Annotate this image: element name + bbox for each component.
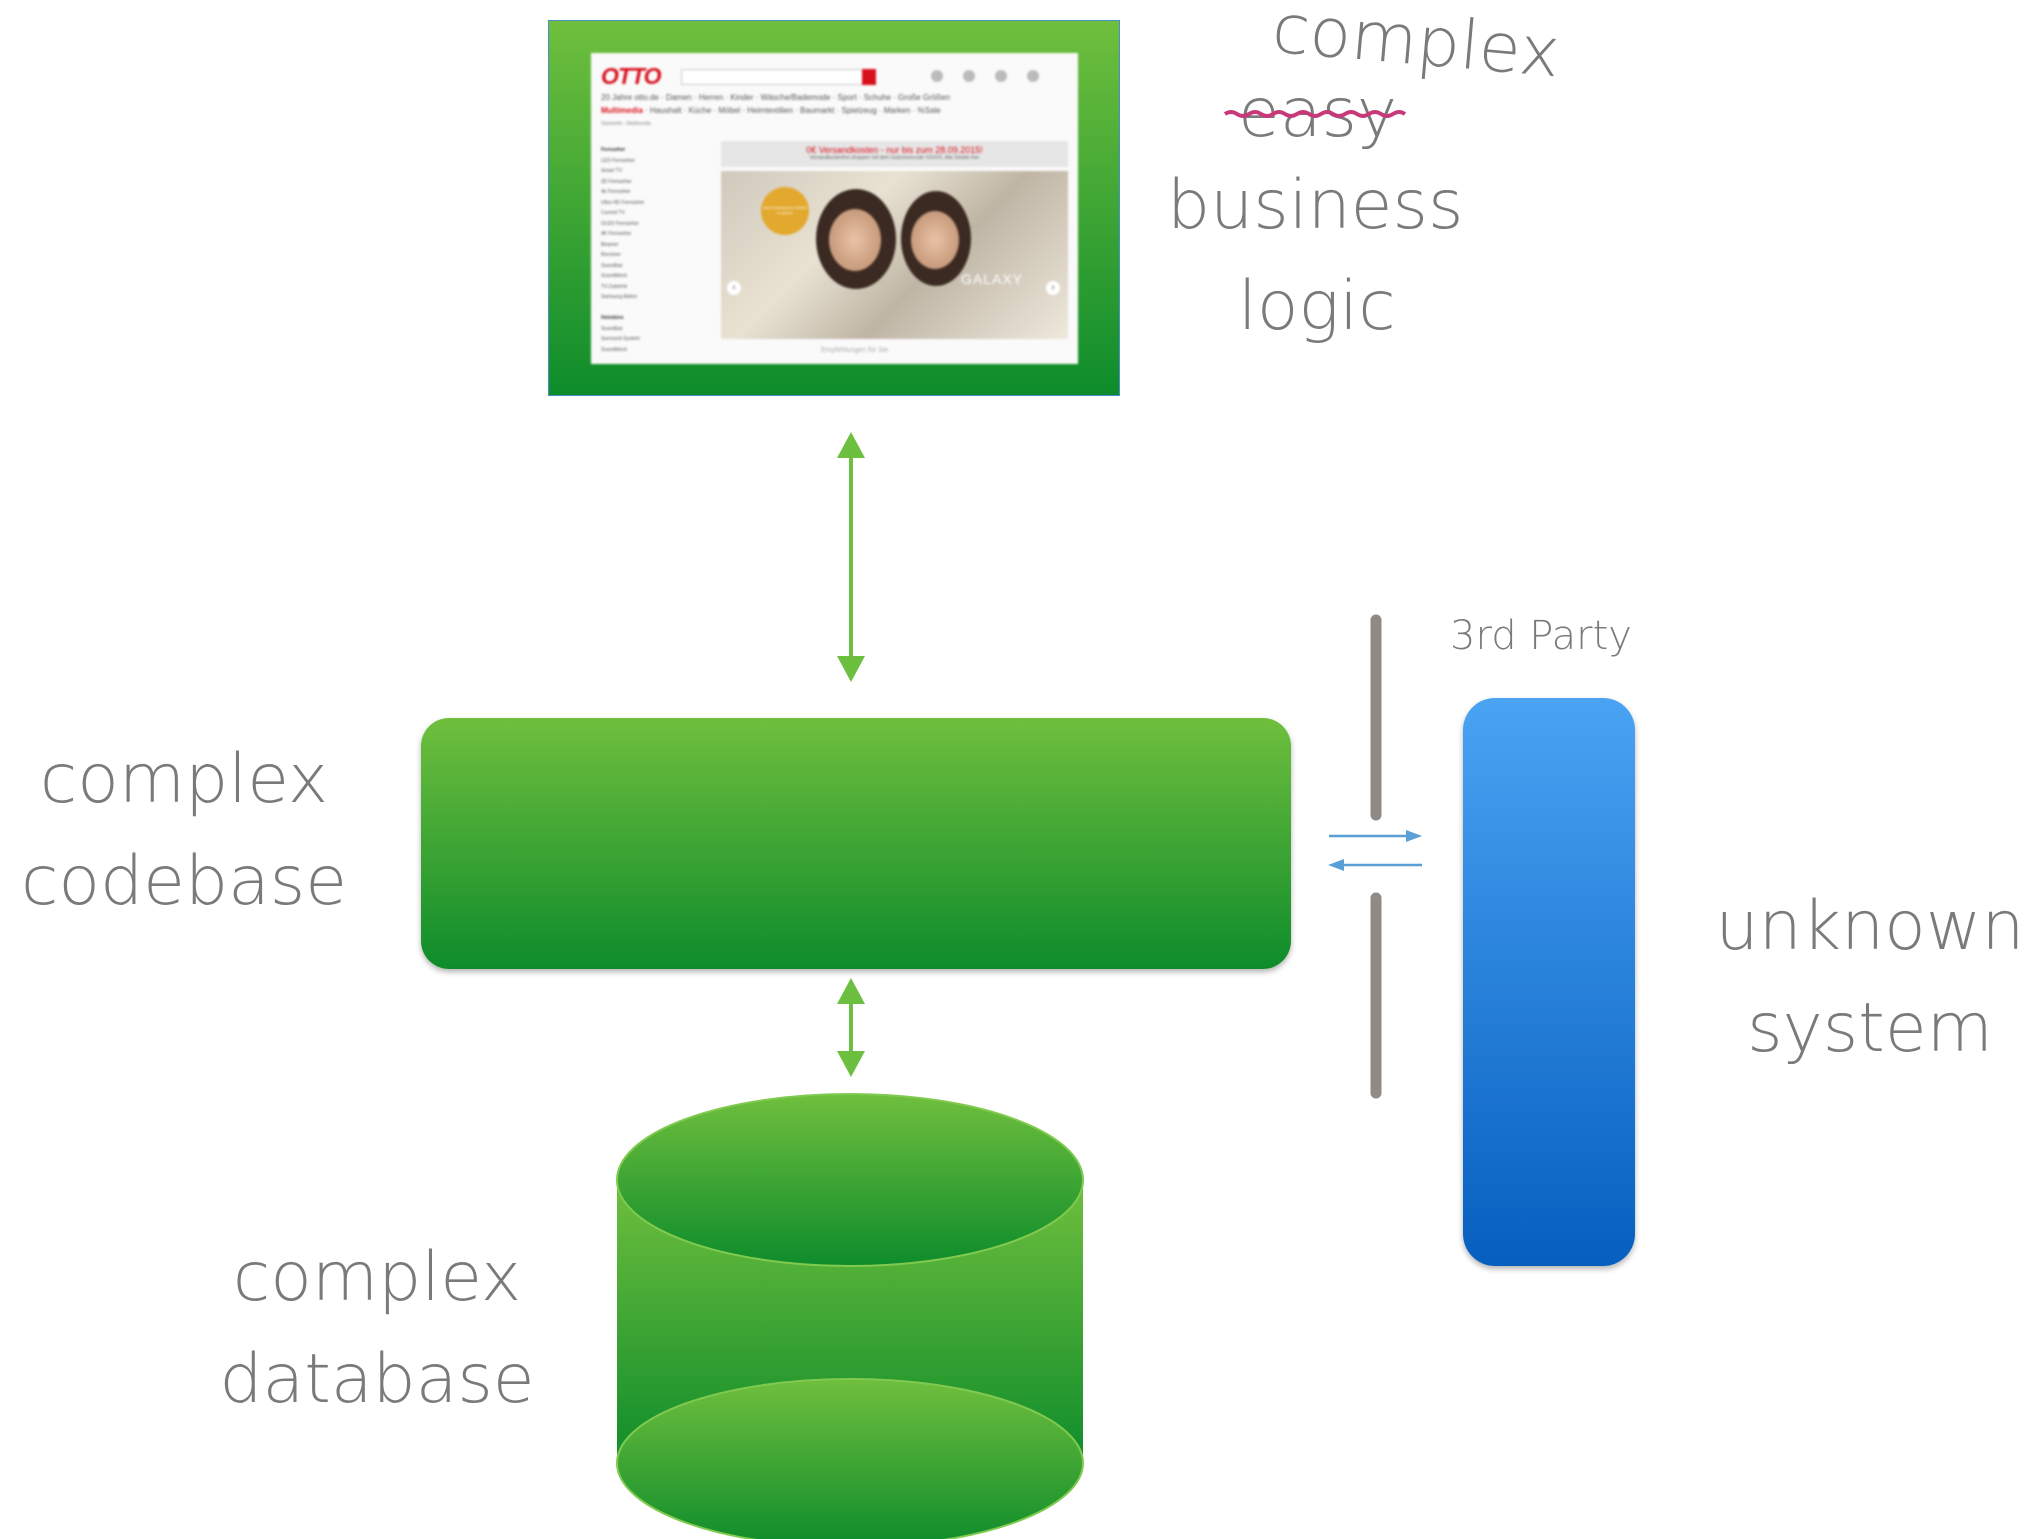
banner-subtitle: Versandkostenfrei shoppen mit dem Gutsch… [809,155,980,161]
nav-highlight: Multimedia [601,106,643,115]
frontend-label-logic: logic [1238,267,1396,346]
person-face [911,211,959,269]
strikethrough-scribble [1223,110,1407,118]
person-face [829,209,881,271]
sidebar-heading: Fernseher [601,147,626,153]
sidebar-item: TV-Zubehör [601,283,628,290]
codebase-label-line1: complex [39,740,329,819]
account-icon [963,70,975,82]
database-top-ellipse [616,1093,1084,1267]
sidebar-item: Receiver [601,252,621,258]
sidebar-item: 4K Fernseher [601,231,632,237]
sidebar-heading: Heimkino [601,315,624,321]
recommendations-heading: Empfehlungen für Sie [821,347,889,354]
promo-badge: Jetzt Smartphone kaufen & sparen [761,187,809,235]
search-icon [862,69,876,85]
sidebar-item: Soundblock [601,346,628,353]
arrow-to-third-party [1329,830,1422,842]
otto-webpage-screenshot: OTTO 20 Jahre otto.de · Damen · Herren ·… [591,53,1078,364]
frontend-label-business: business [1167,166,1464,245]
sidebar-item: Beamer [601,241,619,248]
service-icon [931,70,943,82]
third-party-system-block [1463,698,1635,1266]
otto-logo: OTTO [601,63,661,89]
arrow-from-third-party [1328,859,1422,871]
database-label-line1: complex [232,1238,522,1317]
header-icons [931,69,1071,87]
third-party-label-line2: system [1747,989,1993,1068]
wishlist-icon [995,70,1007,82]
sidebar-item: LED Fernseher [601,157,635,164]
cart-icon [1027,70,1039,82]
secondary-nav: Multimedia · Haushalt · Küche · Möbel · … [601,106,941,115]
database-label-line2: database [219,1340,535,1419]
carousel-right-icon: › [1046,281,1060,295]
hero-image: Jetzt Smartphone kaufen & sparen GALAXY … [721,171,1068,339]
sidebar-item: 4k Fernseher [601,189,631,195]
sidebar-item: Ultra HD Fernseher [601,199,645,206]
promo-banner: 0€ Versandkosten - nur bis zum 28.09.201… [721,141,1068,167]
arrow-codebase-database [837,978,865,1077]
sidebar-item: Soundblock [601,273,628,279]
sidebar-item: Samsung Aktion [601,294,638,300]
arrow-frontend-codebase [837,432,865,682]
nav-rest: · Haushalt · Küche · Möbel · Heimtextili… [645,106,941,115]
database-cylinder [616,1093,1084,1539]
sidebar-item: Surround-System [601,336,640,342]
carousel-left-icon: ‹ [727,281,741,295]
main-nav: 20 Jahre otto.de · Damen · Herren · Kind… [601,93,951,102]
breadcrumb: Startseite › Multimedia [601,121,651,127]
database-bottom-ellipse [616,1378,1084,1539]
sidebar-item: Smart TV [601,168,623,174]
sidebar-item: 3D Fernseher [601,178,632,185]
sidebar-item: Curved TV [601,210,625,216]
sidebar-item: Soundbar [601,325,623,332]
third-party-label-line1: unknown [1715,887,2025,966]
sidebar-item: OLED Fernseher [601,220,639,227]
third-party-title: 3rd Party [1450,613,1632,659]
hero-brand: GALAXY [961,271,1024,287]
codebase-label-line2: codebase [20,842,348,921]
sidebar-item: Soundbar [601,262,623,269]
frontend-screenshot-frame: OTTO 20 Jahre otto.de · Damen · Herren ·… [548,20,1120,396]
banner-title: 0€ Versandkosten - nur bis zum 28.09.201… [806,145,983,155]
codebase-block [421,718,1291,969]
